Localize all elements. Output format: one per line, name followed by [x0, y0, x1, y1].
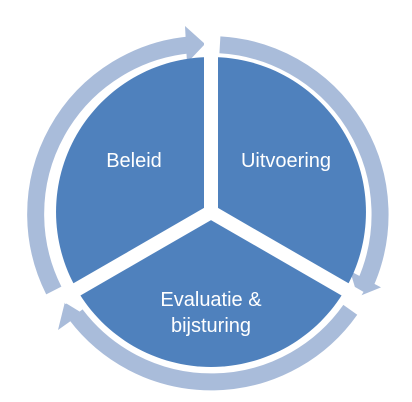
- separator-right: [207, 205, 364, 305]
- label-uitvoering: Uitvoering: [241, 150, 331, 172]
- arrow-arc-left: [27, 36, 191, 295]
- arrowhead-left: [58, 302, 82, 330]
- arrow-arc-bottom: [69, 304, 358, 391]
- arrowhead-top: [185, 26, 205, 63]
- cycle-arrowheads: [58, 26, 381, 330]
- label-beleid: Beleid: [106, 150, 162, 172]
- label-evaluatie-line1: Evaluatie &: [160, 289, 262, 311]
- segment-evaluatie: [76, 212, 346, 367]
- cycle-arrow-ring: [27, 36, 389, 391]
- arrow-arc-top-right: [219, 36, 389, 288]
- separator-left: [58, 205, 215, 305]
- segment-separators: [58, 40, 364, 305]
- label-evaluatie-line2: bijsturing: [171, 315, 251, 337]
